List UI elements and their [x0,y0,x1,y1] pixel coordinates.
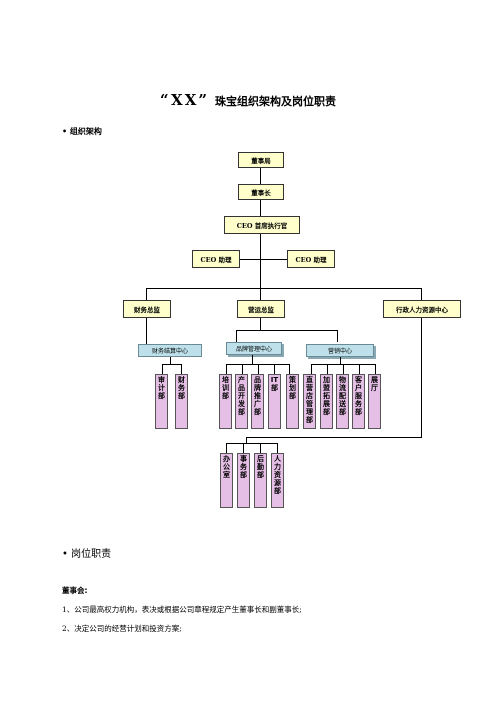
node-brand-center: 品牌管理中心 [226,342,282,355]
connector [311,364,312,374]
connector [260,443,261,453]
dept-affairs: 事务部 [237,453,250,508]
node-ops-director: 营运总监 [237,300,285,318]
connector [170,357,171,364]
connector [375,364,376,374]
dept-finance: 财务部 [175,374,188,429]
connector [274,364,275,374]
connector [359,364,360,374]
node-ceo-assistant-2: CEO 助理 [287,250,335,268]
dept-showroom: 展厅 [368,374,381,429]
connector [236,330,338,331]
dept-logistics-support: 后勤部 [254,453,267,508]
dept-product-development: 产品开发部 [235,374,248,429]
connector [243,443,244,453]
connector [146,288,147,300]
connector [226,364,227,374]
dept-human-resources: 人力资源部 [271,453,284,508]
node-ceo: CEO 首席执行官 [224,216,300,234]
connector [337,330,338,342]
node-hr-center: 行政人力资源中心 [383,300,461,318]
dept-training: 培训部 [219,374,232,429]
connector [421,368,422,438]
connector [260,234,261,300]
connector [260,318,261,330]
dept-it: IT部 [268,374,281,429]
connector [240,259,288,260]
dept-audit: 审计部 [155,374,168,429]
title-main: 珠宝组织架构及岗位职责 [214,95,336,108]
connector [162,364,182,365]
dept-brand-promotion: 品牌推广部 [251,374,264,429]
node-ceo-assistant-1: CEO 助理 [192,250,240,268]
node-board: 董事局 [238,152,284,168]
dept-office: 办公室 [220,453,233,508]
dept-direct-store-management: 直营店管理部 [303,374,316,429]
section-heading-org: • 组织架构 [62,127,102,136]
title-quote: “XX” [160,91,209,109]
connector [260,168,261,184]
connector [236,330,237,342]
connector [289,364,290,374]
connector [146,318,147,344]
node-finance-settlement-center: 财务结算中心 [138,344,202,357]
board-duties-heading: 董事会: [62,586,88,595]
duty-item: 1、公司最高权力机构，表决或根据公司章程规定产生董事长和副董事长; [62,605,302,614]
connector [252,355,253,364]
dept-franchise-expansion: 加盟拓展部 [320,374,333,429]
connector [242,364,243,374]
connector [226,443,227,453]
connector [277,443,278,453]
dept-customer-service: 客户服务部 [352,374,365,429]
node-marketing-center: 营销中心 [306,344,374,357]
connector [246,437,247,443]
dept-planning: 策划部 [286,374,299,429]
connector [226,443,278,444]
section-heading-duties: • 岗位职责 [62,549,112,560]
connector [421,288,422,300]
connector [181,364,182,374]
node-finance-director: 财务总监 [123,300,171,318]
connector [327,364,328,374]
connector [258,364,259,374]
connector [340,357,341,364]
dept-logistics: 物流配送部 [336,374,349,429]
connector [146,288,422,289]
connector [162,364,163,374]
connector [343,364,344,374]
connector [421,318,422,368]
duty-item: 2、决定公司的经营计划和投资方案; [62,624,182,633]
node-chairman: 董事长 [238,184,284,200]
connector [246,437,422,438]
document-title: “XX” 珠宝组织架构及岗位职责 [0,91,496,109]
connector [260,200,261,216]
